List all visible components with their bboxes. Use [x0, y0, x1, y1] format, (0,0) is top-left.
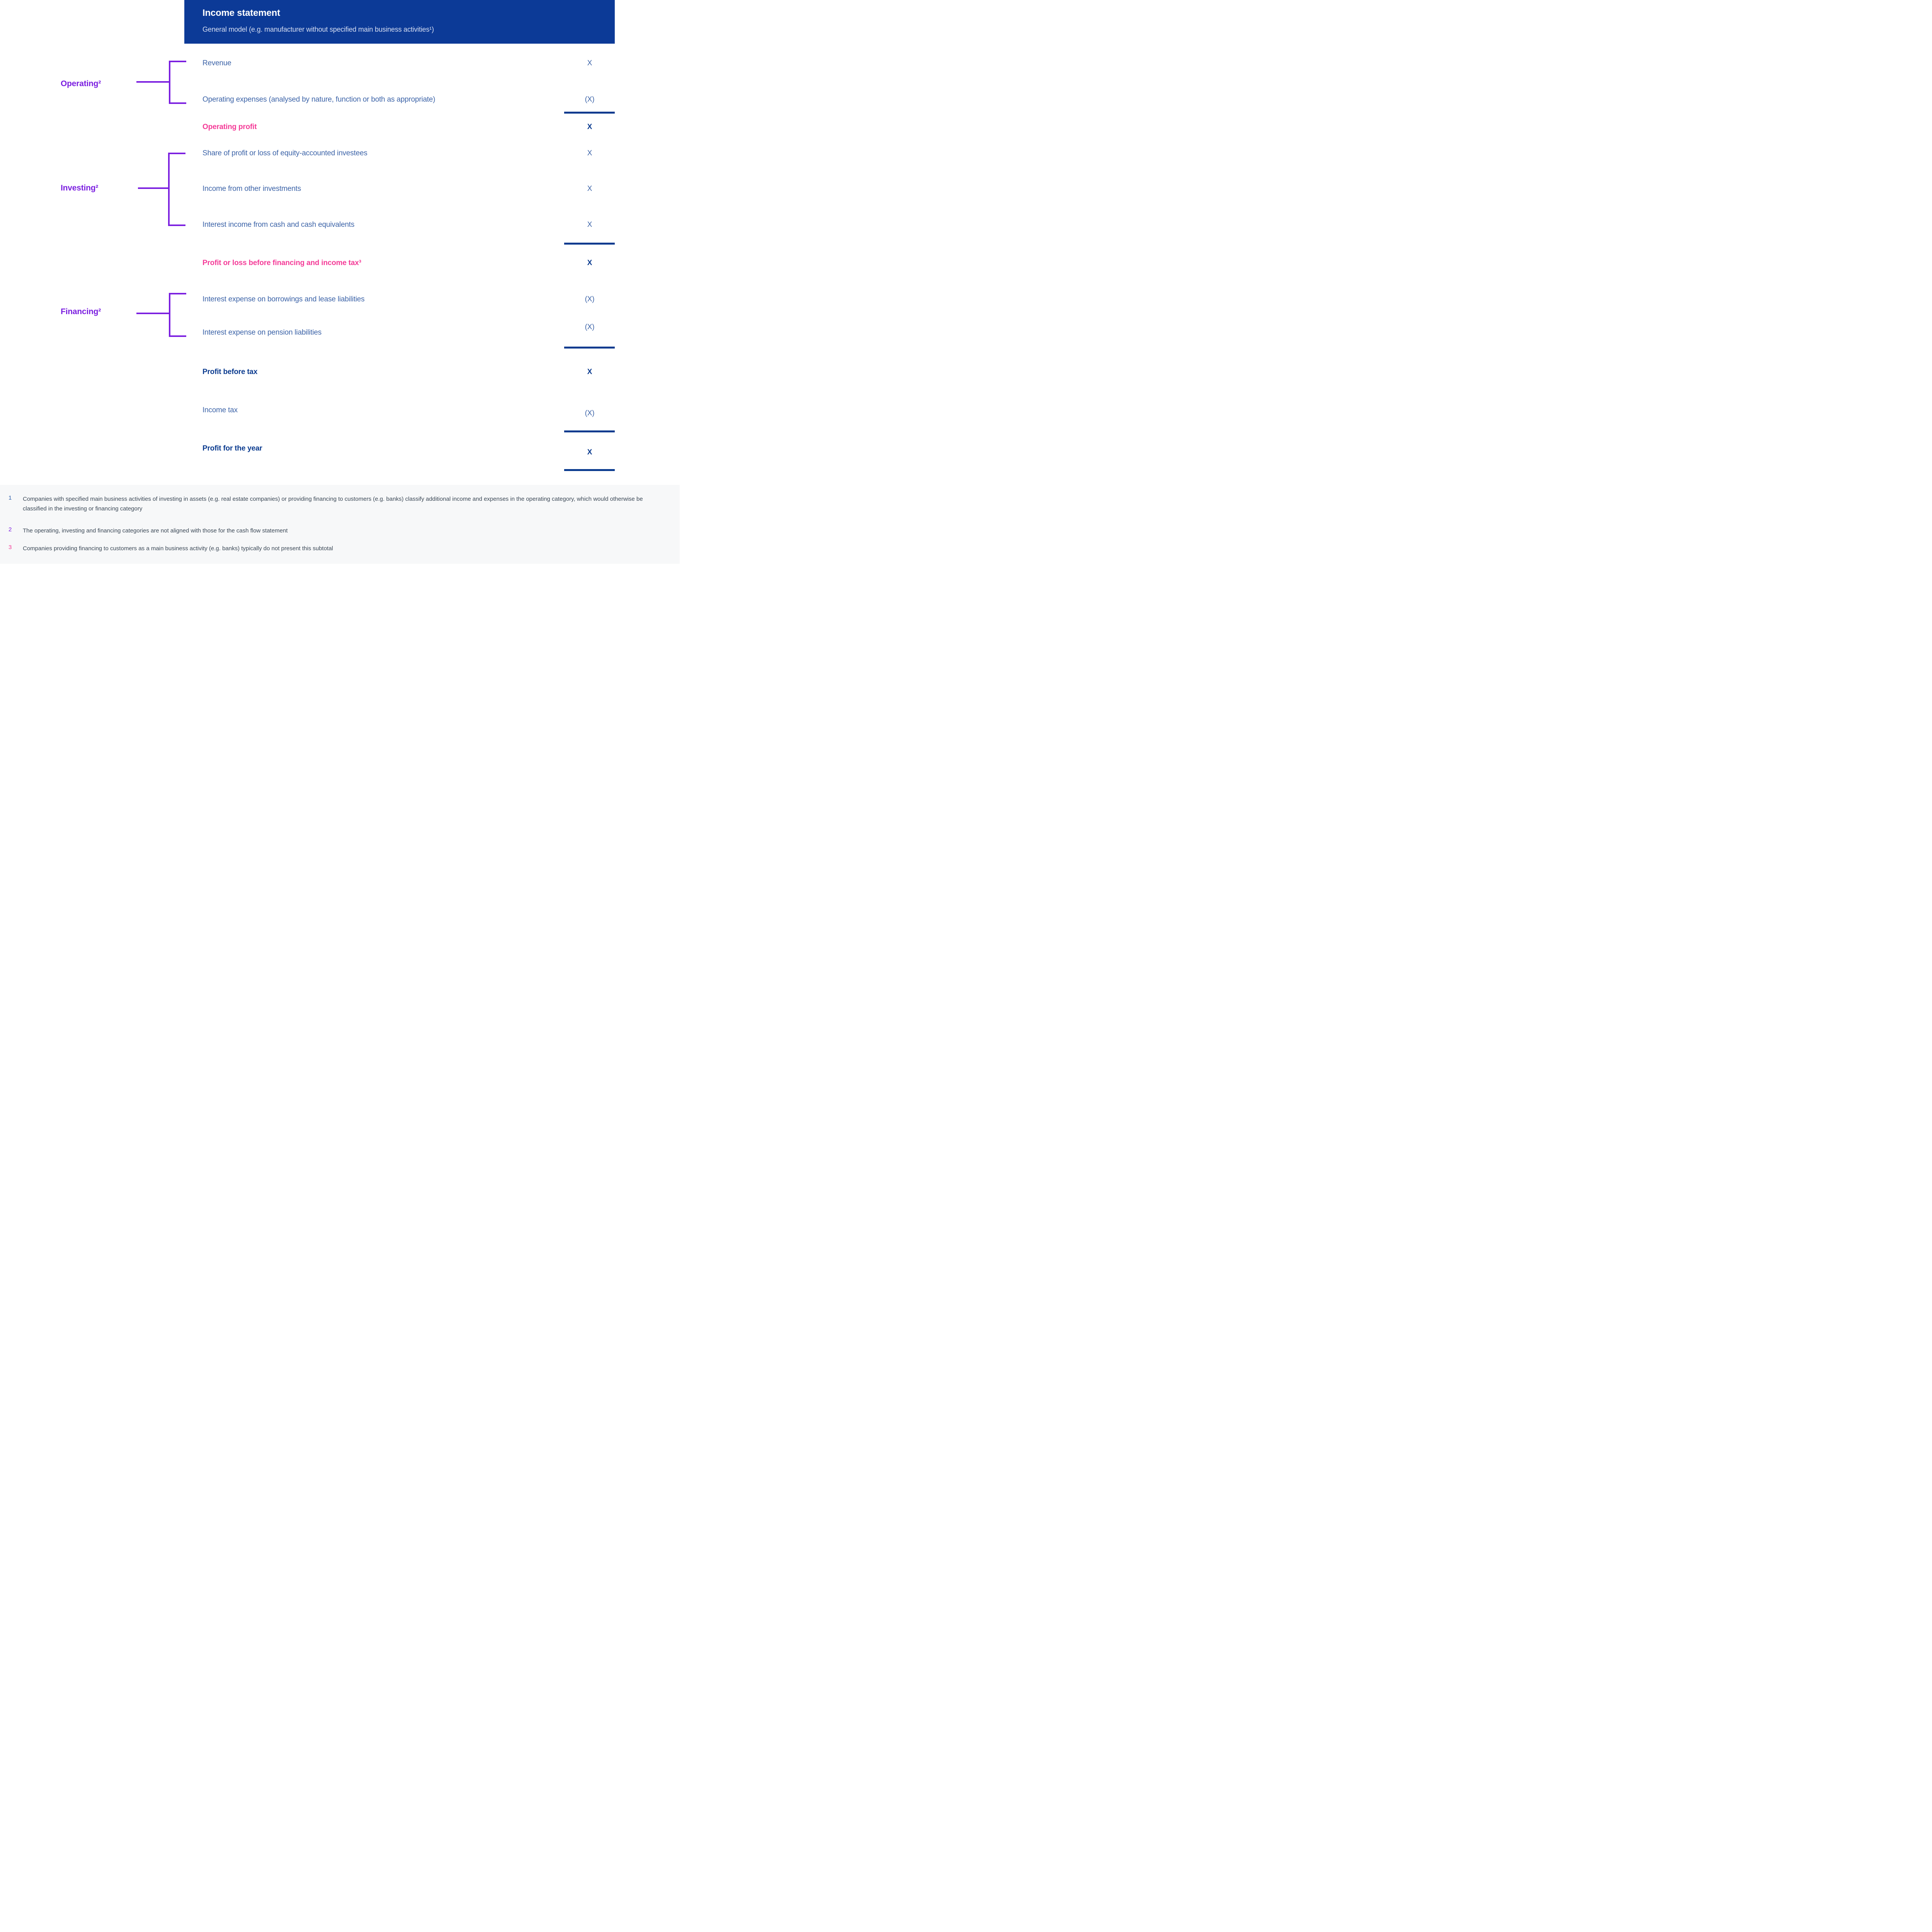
- footnotes-section: 1 Companies with specified main business…: [0, 485, 680, 564]
- row-value: X: [587, 259, 592, 267]
- bracket-line: [136, 313, 170, 314]
- footnote-number: 1: [9, 495, 12, 501]
- header: Income statement General model (e.g. man…: [184, 0, 615, 44]
- bracket-line: [169, 61, 186, 62]
- row-value: (X): [585, 295, 595, 303]
- bracket-line: [168, 153, 170, 226]
- footnote-number: 3: [9, 544, 12, 551]
- footnote-text: Companies with specified main business a…: [23, 496, 643, 512]
- row-label: Income tax: [202, 406, 238, 414]
- bracket-line: [138, 187, 170, 189]
- footnote-text: Companies providing financing to custome…: [23, 545, 333, 552]
- subtotal-rule: [564, 347, 615, 349]
- income-statement-diagram: Income statement General model (e.g. man…: [0, 0, 680, 564]
- page-subtitle: General model (e.g. manufacturer without…: [202, 26, 434, 33]
- row-label: Interest income from cash and cash equiv…: [202, 221, 355, 229]
- row-value: (X): [585, 323, 595, 331]
- row-label: Interest expense on borrowings and lease…: [202, 295, 365, 303]
- row-value: X: [587, 123, 592, 131]
- category-label-financing: Financing²: [61, 307, 101, 316]
- row-value: X: [587, 149, 592, 157]
- row-value: (X): [585, 409, 595, 417]
- page-title: Income statement: [202, 8, 280, 18]
- bracket-line: [169, 335, 186, 337]
- bracket-line: [169, 293, 186, 294]
- subtotal-rule: [564, 430, 615, 432]
- footnote-number: 2: [9, 526, 12, 533]
- row-label: Income from other investments: [202, 185, 301, 193]
- row-label: Profit or loss before financing and inco…: [202, 259, 361, 267]
- bracket-line: [168, 153, 185, 154]
- subtotal-rule: [564, 469, 615, 471]
- row-value: X: [587, 59, 592, 67]
- subtotal-rule: [564, 112, 615, 114]
- bracket-line: [136, 81, 170, 83]
- category-label-operating: Operating²: [61, 79, 101, 88]
- category-label-investing: Investing²: [61, 184, 99, 192]
- row-value: X: [587, 221, 592, 229]
- bracket-line: [169, 293, 170, 337]
- row-label: Operating expenses (analysed by nature, …: [202, 95, 435, 104]
- row-label: Interest expense on pension liabilities: [202, 328, 322, 337]
- row-label: Profit for the year: [202, 444, 262, 452]
- bracket-line: [168, 224, 185, 226]
- footnote-text: The operating, investing and financing c…: [23, 527, 288, 534]
- row-label: Operating profit: [202, 123, 257, 131]
- row-value: X: [587, 448, 592, 456]
- row-value: (X): [585, 95, 595, 104]
- subtotal-rule: [564, 243, 615, 245]
- row-label: Revenue: [202, 59, 231, 67]
- row-label: Share of profit or loss of equity-accoun…: [202, 149, 367, 157]
- row-value: X: [587, 185, 592, 193]
- row-label: Profit before tax: [202, 368, 258, 376]
- bracket-line: [169, 102, 186, 104]
- row-value: X: [587, 368, 592, 376]
